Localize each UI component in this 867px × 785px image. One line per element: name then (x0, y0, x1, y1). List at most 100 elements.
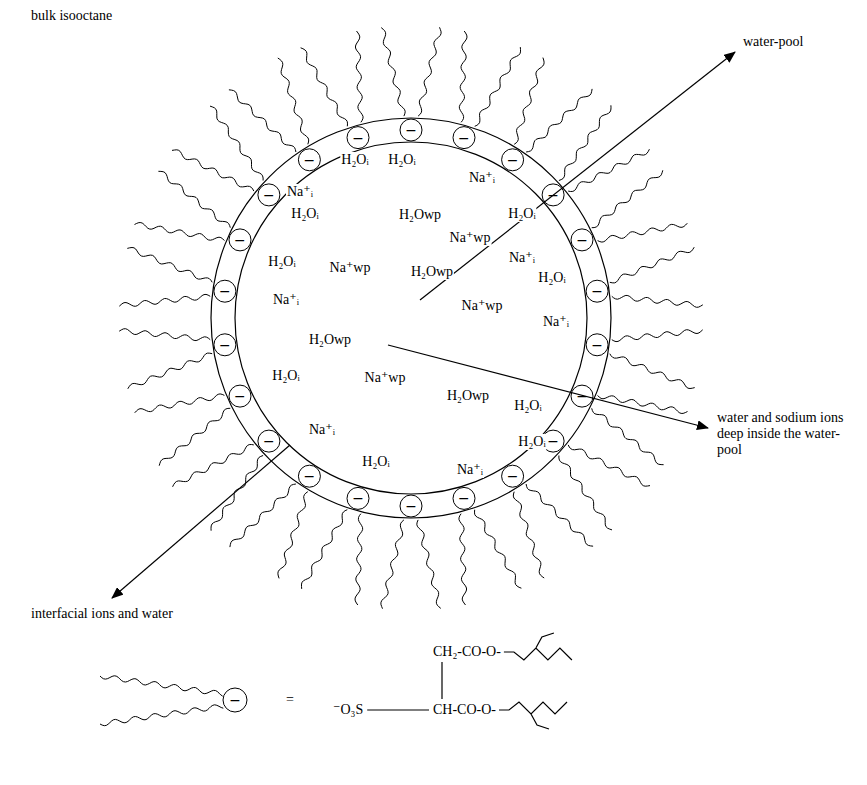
surfactant-tail (417, 520, 441, 609)
charge-sign: − (546, 188, 560, 202)
species-label: H₂Owp (446, 388, 490, 404)
species-label: H₂Oᵢ (290, 206, 319, 222)
surfactant-tail (230, 484, 296, 547)
surfactant-tail (128, 353, 212, 389)
charge-sign: − (218, 284, 232, 298)
surfactant-tail (302, 510, 348, 589)
surfactant-tails (100, 27, 703, 725)
charge-sign: − (404, 499, 418, 513)
surfactant-tail (418, 27, 441, 116)
species-label: H₂Oᵢ (387, 152, 416, 168)
species-label: H₂Owp (410, 264, 454, 280)
sulfonate-head (571, 385, 593, 407)
bond-line (367, 709, 429, 710)
surfactant-tail (475, 510, 522, 589)
charge-sign: − (233, 389, 247, 403)
ethylhexyl-chain (499, 702, 567, 729)
surfactant-tail (127, 248, 212, 283)
sulfonate-head (214, 280, 236, 302)
charge-sign: − (546, 434, 560, 448)
surfactant-tail (211, 456, 263, 531)
surfactant-tail (159, 408, 230, 465)
surfactant-tail (514, 58, 544, 145)
ethylhexyl-chain (504, 633, 572, 660)
surfactant-tail (301, 48, 348, 127)
charge-sign: − (575, 389, 589, 403)
species-label: Na⁺wp (449, 230, 492, 246)
sulfonate-head (258, 184, 280, 206)
sulfonate-head (347, 487, 369, 509)
surfactant-tail (592, 408, 664, 464)
charge-sign: − (457, 131, 471, 145)
charge-sign: − (457, 491, 471, 505)
sulfonate-head (347, 127, 369, 149)
surfactant-heads (214, 119, 608, 517)
surfactant-tail (355, 514, 363, 605)
surfactant-tail (355, 31, 363, 122)
sulfonate-head (400, 495, 422, 517)
surfactant-tail (100, 705, 223, 726)
sulfonate-head (214, 334, 236, 356)
species-label: H₂Oᵢ (517, 434, 546, 450)
surfactant-tail (278, 492, 308, 579)
charge-sign: − (233, 233, 247, 247)
surfactant-tail (610, 354, 695, 389)
species-label: Na⁺wp (461, 298, 504, 314)
species-label: H₂Owp (308, 332, 352, 348)
surfactant-tail (119, 294, 210, 306)
species-label: H₂Oᵢ (361, 454, 390, 470)
charge-sign: − (302, 469, 316, 483)
species-label: H₂Oᵢ (537, 270, 566, 286)
equals-sign: = (285, 692, 295, 708)
surfactant-tail (513, 492, 544, 578)
charge-sign: − (506, 469, 520, 483)
charge-sign: − (404, 123, 418, 137)
surfactant-tail (135, 223, 225, 241)
inner-interface (235, 142, 587, 494)
species-label: Na⁺wp (364, 370, 407, 386)
sulfonate-head (586, 334, 608, 356)
leader-arrow (420, 52, 735, 300)
surfactant-tail (459, 31, 467, 122)
sulfonate-head (453, 127, 475, 149)
species-label: Na⁺ᵢ (456, 462, 484, 478)
surfactant-tail (526, 484, 593, 546)
species-label: H₂Oᵢ (271, 368, 300, 384)
species-label: Na⁺ᵢ (542, 314, 570, 330)
charge-sign: − (590, 284, 604, 298)
species-label: Na⁺ᵢ (468, 170, 496, 186)
species-label: Na⁺ᵢ (308, 422, 336, 438)
surfactant-tail (100, 676, 223, 696)
species-label: Na⁺ᵢ (286, 184, 314, 200)
region-label: bulk isooctane (30, 8, 113, 24)
bond-line (441, 662, 442, 699)
species-label: H₂Oᵢ (267, 254, 296, 270)
surfactant-tail (568, 149, 649, 191)
surfactant-tail (612, 330, 703, 342)
formula-text: CH-CO-O- (432, 702, 497, 718)
surfactant-tail (381, 28, 405, 117)
surfactant-tail (119, 329, 210, 341)
charge-sign: − (218, 338, 232, 352)
sulfonate-head (298, 465, 320, 487)
surfactant-tail (475, 47, 521, 126)
leader-arrow (388, 345, 708, 428)
sulfonate-head (453, 487, 475, 509)
charge-sign: − (351, 131, 365, 145)
surfactant-tail (173, 445, 254, 487)
species-label: Na⁺ᵢ (272, 292, 300, 308)
outer-interface (211, 118, 611, 518)
species-label: H₂Oᵢ (507, 206, 536, 222)
sulfonate-head (502, 149, 524, 171)
surfactant-tail (278, 58, 309, 144)
charge-sign: − (262, 188, 276, 202)
surfactant-tail (592, 170, 663, 227)
surfactant-tail (135, 394, 225, 413)
surfactant-tail (526, 89, 592, 152)
callout-label: water-pool (742, 34, 804, 50)
formula-text: ⁻O₃S (332, 702, 364, 718)
legend-head (223, 688, 247, 712)
charge-sign: − (262, 434, 276, 448)
